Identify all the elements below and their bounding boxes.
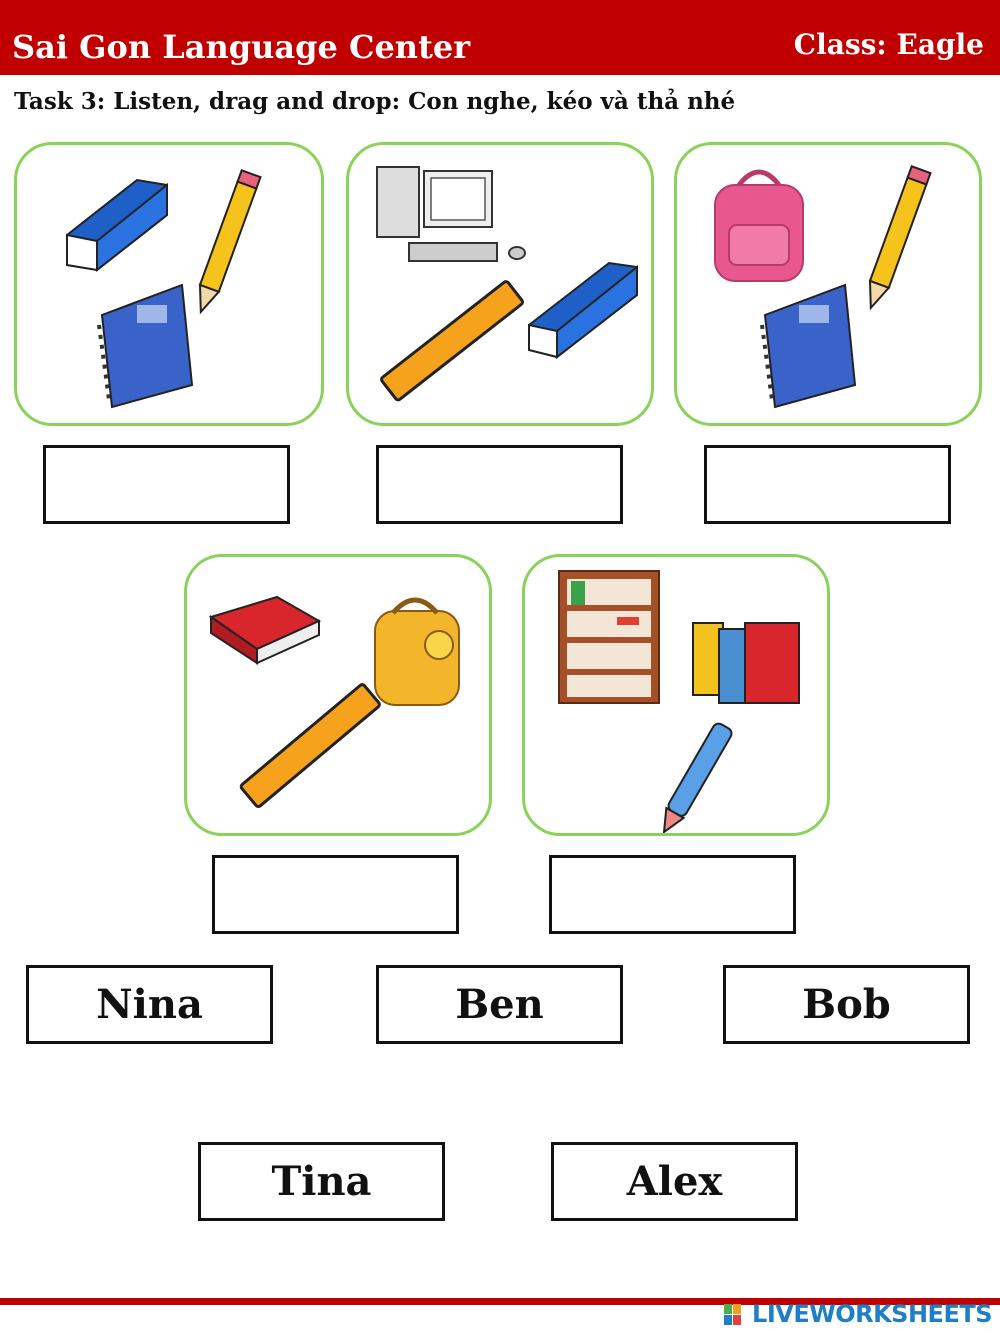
drag-word-tina[interactable]: Tina [198,1142,445,1221]
bookcase-icon [558,570,660,704]
drag-word-nina[interactable]: Nina [26,965,273,1044]
drag-word-alex[interactable]: Alex [551,1142,798,1221]
eraser-icon [528,261,638,360]
ruler-icon [239,683,381,808]
brand-name: LIVEWORKSHEETS [752,1300,992,1328]
header-rule [0,72,1000,75]
liveworksheets-logo[interactable]: LIVEWORKSHEETS [724,1300,992,1328]
drop-box-5[interactable] [549,855,796,934]
picture-card-1 [14,142,324,426]
picture-card-5 [522,554,830,836]
folder-icon [208,595,322,665]
class-label: Class: Eagle [793,28,984,61]
picture-card-3 [674,142,982,426]
pen-icon [662,722,733,833]
task-instruction: Task 3: Listen, drag and drop: Con nghe,… [14,88,736,115]
drop-box-3[interactable] [704,445,951,524]
pencil-icon [868,165,932,311]
notebook-icon [760,283,857,409]
drop-box-4[interactable] [212,855,459,934]
ruler-icon [380,280,524,402]
footer-rule [0,1298,1000,1305]
drop-box-1[interactable] [43,445,290,524]
notebook-icon [97,283,194,409]
header-bar: Sai Gon Language Center Class: Eagle [0,0,1000,75]
computer-icon [376,166,526,262]
picture-card-2 [346,142,654,426]
drag-word-bob[interactable]: Bob [723,965,970,1044]
drop-box-2[interactable] [376,445,623,524]
files-icon [692,622,800,704]
school-bag-icon [714,169,804,282]
picture-card-4 [184,554,492,836]
school-bag-icon [374,597,460,706]
eraser-icon [66,178,168,273]
pencil-icon [198,169,262,315]
center-title: Sai Gon Language Center [12,28,471,66]
liveworksheets-logo-icon [724,1304,742,1325]
drag-word-ben[interactable]: Ben [376,965,623,1044]
